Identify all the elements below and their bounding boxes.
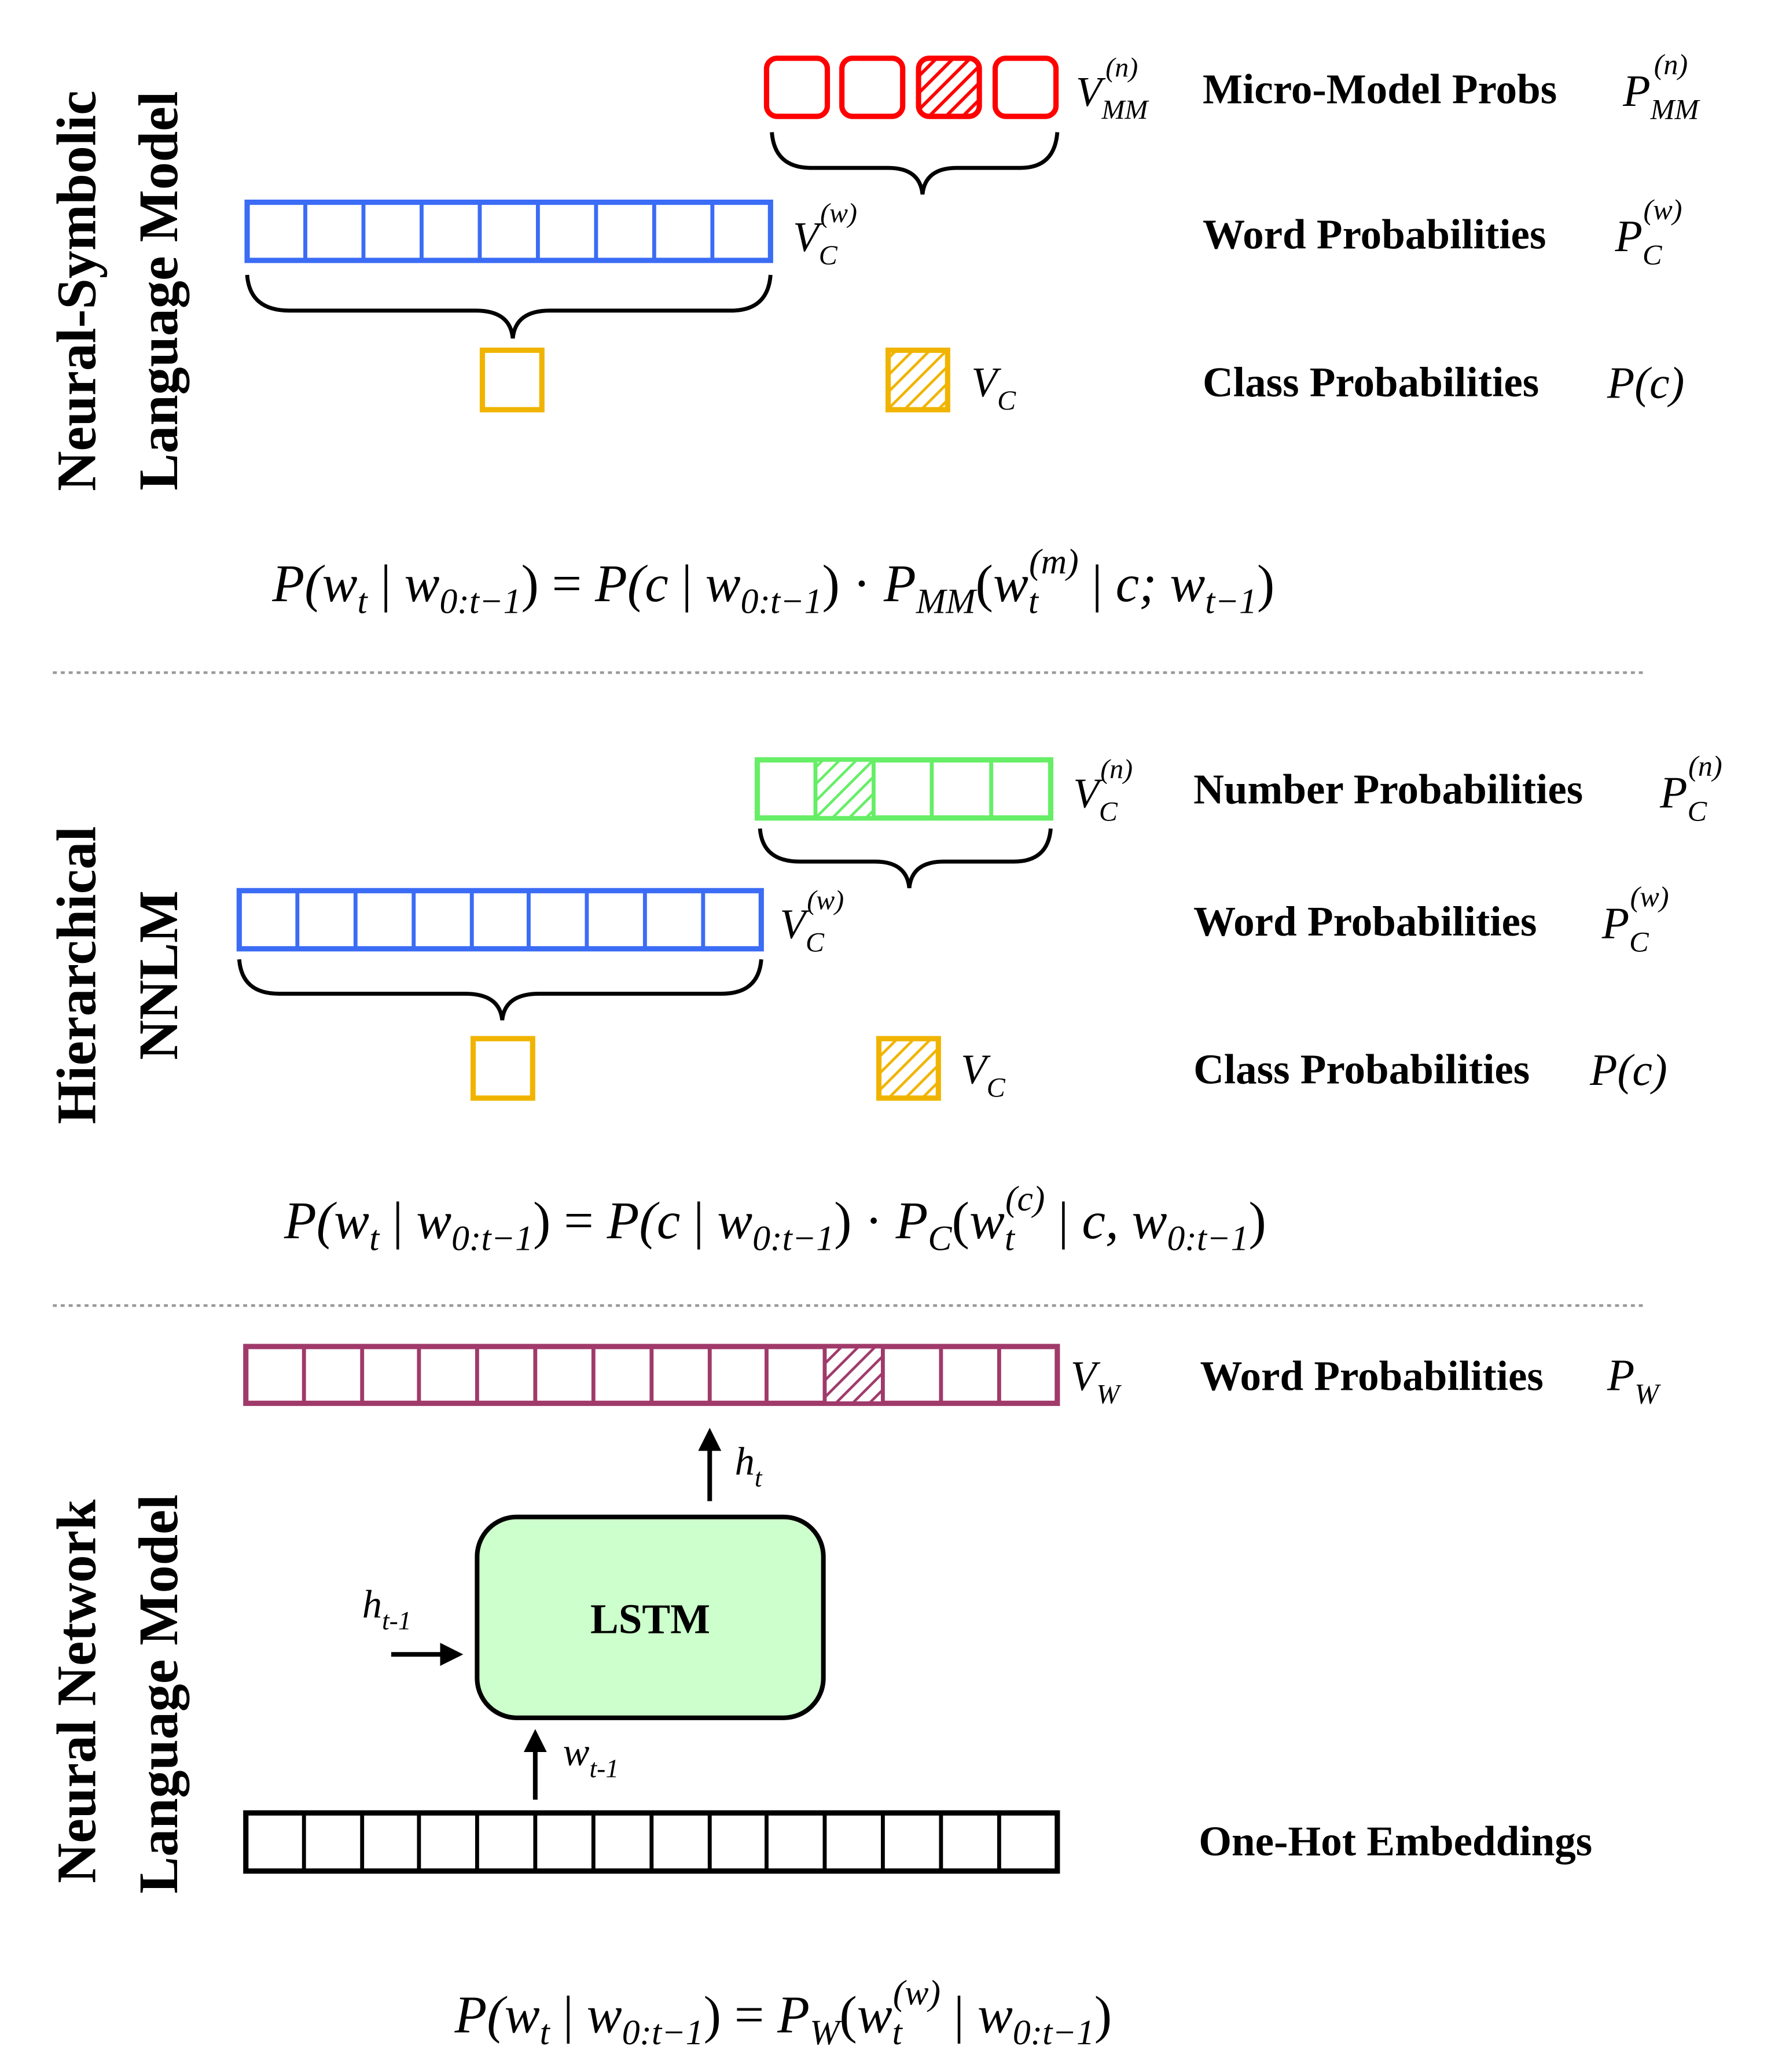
class-cell-highlighted xyxy=(886,347,950,413)
word-vector-label: VC(w) xyxy=(793,198,857,271)
mm-brace xyxy=(770,132,1060,195)
word-brace xyxy=(237,959,763,1021)
word-prob-label: PC(w) xyxy=(1601,881,1669,958)
section-title-line2: Language Model xyxy=(128,1495,189,1894)
word-vector-label: VC(w) xyxy=(780,885,844,958)
vocab-cell-highlighted xyxy=(822,1344,885,1405)
onehot-vector xyxy=(243,1810,1060,1874)
formula: P(wt | w0:t−1) = PW(wt(w) | w0:t−1) xyxy=(454,1973,1112,2052)
mm-cell xyxy=(992,56,1059,119)
onehot-description: One-Hot Embeddings xyxy=(1199,1817,1592,1864)
word-vector xyxy=(236,888,764,952)
section-title-line2: NNLM xyxy=(128,890,189,1060)
section-title-line1: Neural-Symbolic xyxy=(46,90,107,491)
ht-label: ht xyxy=(735,1440,763,1493)
mm-cell-highlighted xyxy=(916,56,982,119)
section-title-line1: Neural Network xyxy=(46,1499,107,1883)
lstm-block xyxy=(475,1514,826,1720)
word-prob-label: PC(w) xyxy=(1615,193,1682,271)
micro-model-vector xyxy=(763,56,1059,119)
number-vector-outline xyxy=(754,757,1054,821)
section-title-line2: Language Model xyxy=(128,91,189,491)
word-description: Word Probabilities xyxy=(1203,211,1546,257)
number-vector xyxy=(754,757,1054,821)
word-brace xyxy=(245,274,773,339)
section-nnlm: Neural Network Language Model VW Word Pr… xyxy=(46,1344,1661,2052)
class-description: Class Probabilities xyxy=(1203,359,1539,406)
number-description: Number Probabilities xyxy=(1193,766,1583,813)
number-vector-label: VC(n) xyxy=(1073,754,1133,827)
formula: P(wt | w0:t−1) = P(c | w0:t−1) · PMM(wt(… xyxy=(271,542,1274,621)
mm-cell xyxy=(839,56,906,119)
vocab-description: Word Probabilities xyxy=(1200,1353,1543,1400)
vocab-vector xyxy=(243,1344,1060,1406)
class-cell xyxy=(470,1036,535,1101)
number-prob-label: PC(n) xyxy=(1659,750,1722,827)
section-hierarchical: Hierarchical NNLM VC(n) Number Probabili… xyxy=(46,750,1722,1258)
class-cell xyxy=(479,347,545,413)
word-vector-outline xyxy=(244,199,773,263)
section-title-line1: Hierarchical xyxy=(46,826,107,1124)
class-vector-label: VC xyxy=(971,359,1016,416)
w-prev-label: wt-1 xyxy=(563,1730,619,1783)
mm-cell xyxy=(763,56,831,119)
class-prob-label: P(c) xyxy=(1607,358,1685,408)
class-cell-highlighted xyxy=(876,1036,941,1101)
word-description: Word Probabilities xyxy=(1193,898,1537,945)
word-vector xyxy=(244,199,773,263)
lstm-label: LSTM xyxy=(590,1596,710,1643)
mm-description: Micro-Model Probs xyxy=(1203,65,1557,112)
vocab-prob-label: PW xyxy=(1607,1350,1661,1410)
mm-vector-label: VMM(n) xyxy=(1076,53,1150,126)
class-vector-label: VC xyxy=(961,1046,1006,1103)
word-vector-outline xyxy=(236,888,764,952)
formula: P(wt | w0:t−1) = P(c | w0:t−1) · PC(wt(c… xyxy=(284,1179,1266,1258)
section-neurosymbolic: Neural-Symbolic Language Model VMM(n) Mi… xyxy=(46,48,1700,621)
class-description: Class Probabilities xyxy=(1193,1046,1530,1093)
class-prob-label: P(c) xyxy=(1589,1045,1667,1095)
h-prev-label: ht-1 xyxy=(362,1582,411,1635)
number-brace xyxy=(758,828,1053,889)
number-cell-highlighted xyxy=(813,757,876,820)
mm-prob-label: PMM(n) xyxy=(1622,48,1700,126)
vocab-vector-label: VW xyxy=(1071,1353,1122,1410)
